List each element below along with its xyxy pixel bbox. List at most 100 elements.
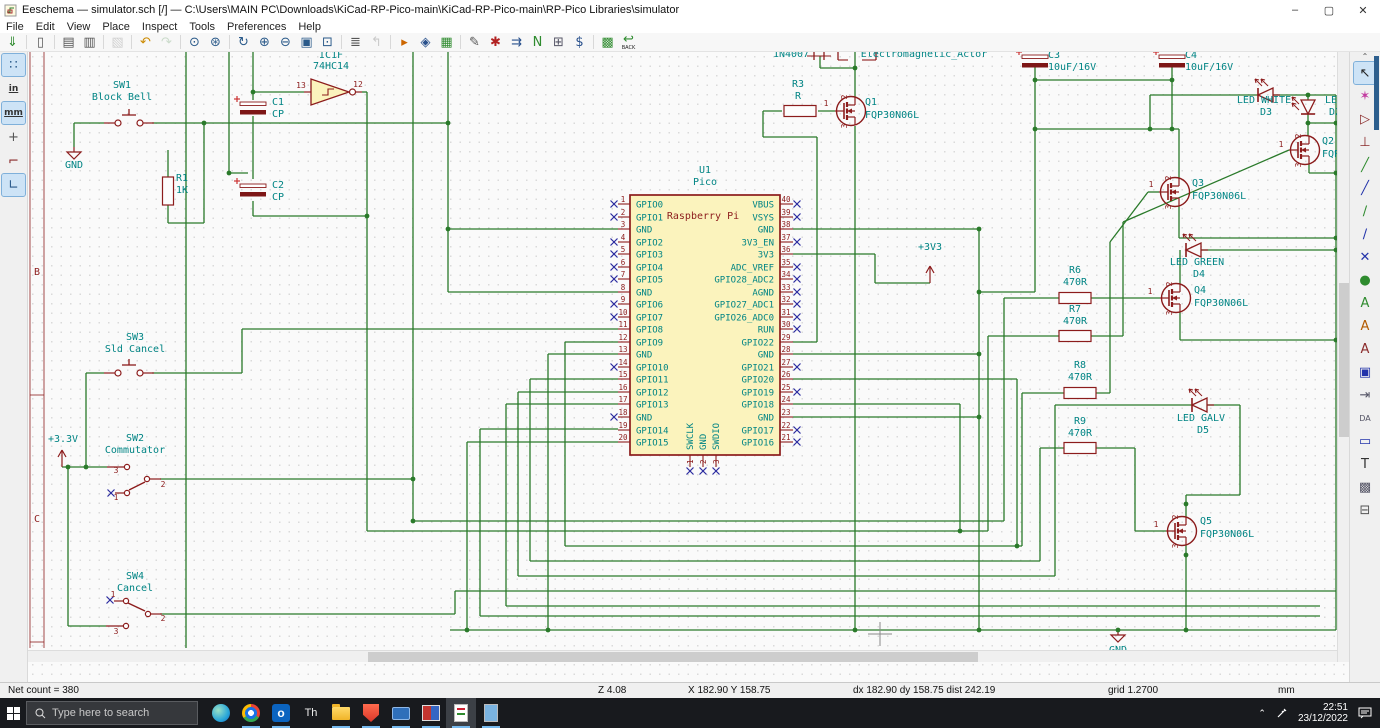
taskbar-app-app-doc[interactable] xyxy=(476,698,506,728)
component-C3[interactable] xyxy=(1022,63,1048,68)
schematic-text[interactable]: AGND xyxy=(752,289,774,299)
schematic-text[interactable]: 470R xyxy=(1068,428,1093,439)
schematic-text[interactable]: 10uF/16V xyxy=(1185,62,1233,73)
units-inches-icon[interactable]: in xyxy=(2,78,25,100)
schematic-text[interactable]: 19 xyxy=(618,421,627,430)
schematic-text[interactable]: 1 xyxy=(114,493,119,502)
schematic-text[interactable]: 3 xyxy=(1164,204,1173,209)
edit-symbol-fields-icon[interactable]: ✎ xyxy=(464,34,485,51)
page-settings-icon[interactable]: ▯ xyxy=(30,34,51,51)
schematic-text[interactable]: GPIO6 xyxy=(636,301,663,311)
hierarchical-label-icon[interactable]: A xyxy=(1354,338,1377,360)
schematic-text[interactable]: 470R xyxy=(1063,277,1088,288)
symbol-library-browser-icon[interactable]: ◈ xyxy=(415,34,436,51)
schematic-text[interactable]: Q1 xyxy=(865,97,877,108)
horizontal-scrollbar[interactable] xyxy=(28,650,1337,662)
schematic-text[interactable]: 30 xyxy=(781,320,791,329)
taskbar-app-eeschema[interactable] xyxy=(446,698,476,728)
component-SW2[interactable] xyxy=(124,490,129,495)
update-pcb-icon[interactable]: ⇉ xyxy=(506,34,527,51)
component-R7[interactable] xyxy=(1059,331,1091,342)
schematic-text[interactable]: GND xyxy=(636,414,652,424)
menu-inspect[interactable]: Inspect xyxy=(136,21,183,33)
component-R8[interactable] xyxy=(1064,388,1096,399)
schematic-text[interactable]: GND xyxy=(758,226,774,236)
schematic-text[interactable]: D5 xyxy=(1197,425,1209,436)
schematic-text[interactable]: 2 xyxy=(699,459,708,464)
schematic-text[interactable]: 3 xyxy=(840,123,849,128)
schematic-text[interactable]: GPIO8 xyxy=(636,326,663,336)
schematic-text[interactable]: Q2 xyxy=(1322,136,1334,147)
schematic-text[interactable]: 14 xyxy=(618,358,628,367)
schematic-text[interactable]: 1 xyxy=(111,590,116,599)
schematic-text[interactable]: GND xyxy=(65,160,83,171)
schematic-text[interactable]: 24 xyxy=(781,395,791,404)
schematic-text[interactable]: 3V3 xyxy=(758,251,774,261)
bom-icon[interactable]: $ xyxy=(569,34,590,51)
schematic-text[interactable]: R7 xyxy=(1069,304,1081,315)
taskbar-app-edge[interactable] xyxy=(206,698,236,728)
schematic-text[interactable]: GPIO9 xyxy=(636,339,663,349)
schematic-text[interactable]: 21 xyxy=(781,433,790,442)
schematic-text[interactable]: GPIO20 xyxy=(741,376,774,386)
schematic-text[interactable]: Raspberry Pi xyxy=(667,211,739,222)
component-SW1[interactable] xyxy=(115,120,121,126)
schematic-text[interactable]: 1 xyxy=(1148,287,1153,296)
component-SW1[interactable] xyxy=(137,120,143,126)
schematic-text[interactable]: CP xyxy=(272,192,284,203)
component-SW3[interactable] xyxy=(115,370,121,376)
schematic-text[interactable]: 2 xyxy=(161,614,166,623)
schematic-text[interactable]: GPIO19 xyxy=(741,389,774,399)
schematic-text[interactable]: RUN xyxy=(758,326,774,336)
schematic-text[interactable]: FQP30N06L xyxy=(1192,191,1246,202)
schematic-text[interactable]: LED GREEN xyxy=(1170,257,1224,268)
menu-file[interactable]: File xyxy=(0,21,30,33)
schematic-text[interactable]: FQP30N06L xyxy=(1200,529,1254,540)
taskbar-app-file-explorer[interactable] xyxy=(326,698,356,728)
schematic-text[interactable]: D3 xyxy=(1260,107,1272,118)
schematic-text[interactable]: 2 xyxy=(1171,514,1180,519)
schematic-text[interactable]: GPIO16 xyxy=(741,439,774,449)
taskbar-app-chrome[interactable] xyxy=(236,698,266,728)
minimize-button[interactable]: – xyxy=(1278,0,1312,20)
menu-place[interactable]: Place xyxy=(96,21,136,33)
component-D5[interactable] xyxy=(1192,398,1207,412)
schematic-text[interactable]: GPIO22 xyxy=(741,339,774,349)
component-SW4[interactable] xyxy=(145,611,150,616)
schematic-text[interactable]: VSYS xyxy=(752,214,774,224)
place-power-port-icon[interactable]: ⊥ xyxy=(1354,131,1377,153)
place-wire-icon[interactable]: ╱ xyxy=(1354,154,1377,176)
schematic-text[interactable]: GPIO4 xyxy=(636,264,663,274)
component-R3[interactable] xyxy=(784,106,816,117)
schematic-text[interactable]: 29 xyxy=(781,333,790,342)
schematic-text[interactable]: GPIO28_ADC2 xyxy=(714,276,774,286)
schematic-text[interactable]: 3 xyxy=(1165,310,1174,315)
hierarchical-sheet-icon[interactable]: ▣ xyxy=(1354,361,1377,383)
schematic-text[interactable]: 1 xyxy=(1154,520,1159,529)
schematic-text[interactable]: GPIO5 xyxy=(636,276,663,286)
schematic-text[interactable]: R xyxy=(795,91,802,102)
schematic-text[interactable]: GPIO26_ADC0 xyxy=(714,314,774,324)
schematic-text[interactable]: GPIO15 xyxy=(636,439,669,449)
schematic-text[interactable]: 1 xyxy=(621,195,626,204)
cursor-shape-icon[interactable]: + xyxy=(2,126,25,148)
schematic-text[interactable]: 1N4007 xyxy=(773,52,809,60)
schematic-text[interactable]: GND xyxy=(636,226,652,236)
vertical-scrollbar-thumb[interactable] xyxy=(1339,283,1349,437)
schematic-text[interactable]: R1 xyxy=(176,173,188,184)
schematic-text[interactable]: B xyxy=(34,267,40,278)
annotate-icon[interactable]: ▸ xyxy=(394,34,415,51)
schematic-text[interactable]: 10 xyxy=(618,308,628,317)
toolbar-scroll-up-icon[interactable]: ⌃ xyxy=(1362,53,1369,61)
schematic-text[interactable]: +3.3V xyxy=(48,434,78,445)
taskbar-app-outlook[interactable]: o xyxy=(266,698,296,728)
schematic-text[interactable]: 27 xyxy=(781,358,790,367)
schematic-text[interactable]: GPIO21 xyxy=(741,364,774,374)
schematic-text[interactable]: GPIO1 xyxy=(636,214,663,224)
component-SW4[interactable] xyxy=(123,598,128,603)
component-D4[interactable] xyxy=(1186,243,1201,257)
schematic-text[interactable]: 10uF/16V xyxy=(1048,62,1096,73)
global-label-icon[interactable]: A xyxy=(1354,315,1377,337)
schematic-text[interactable]: SWDIO xyxy=(712,423,722,450)
schematic-text[interactable]: Q5 xyxy=(1200,516,1212,527)
